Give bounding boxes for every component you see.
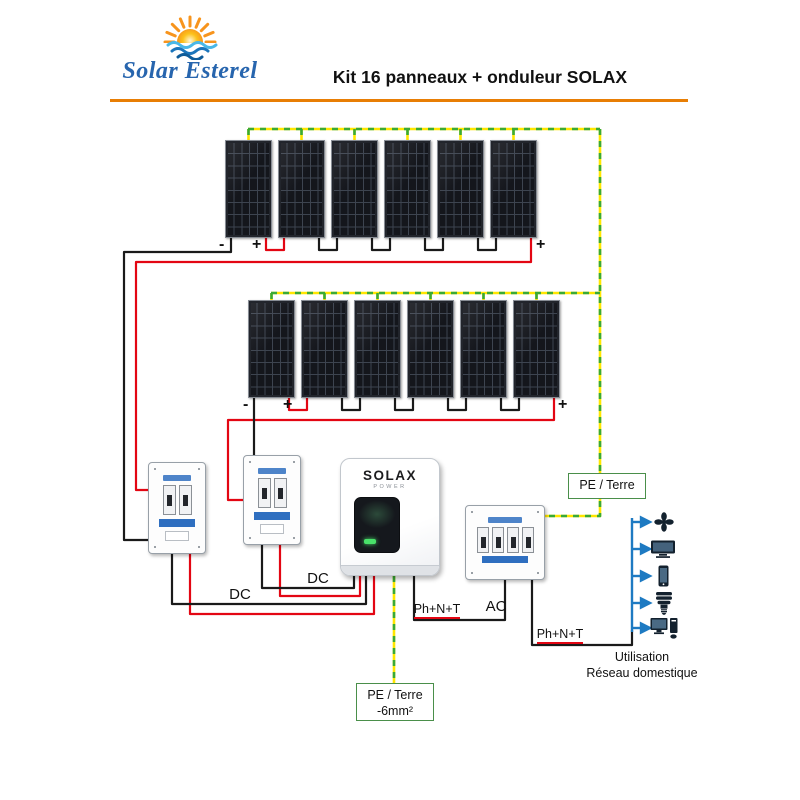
breaker-modules [149, 485, 205, 515]
string2-plus-right: + [558, 396, 568, 413]
breaker-modules [466, 527, 544, 553]
pe-terre-tag-right: PE / Terre [568, 473, 646, 499]
breaker [491, 527, 504, 553]
dc-label-string1: DC [229, 586, 251, 603]
solar-panel [225, 140, 272, 238]
breaker [476, 527, 489, 553]
pe-terre-tag-bottom: PE / Terre -6mm² [356, 683, 434, 721]
inverter-status-led [364, 539, 376, 544]
breaker-modules [244, 478, 300, 508]
header-divider [110, 99, 688, 102]
solar-panel [248, 300, 295, 398]
page-title: Kit 16 panneaux + onduleur SOLAX [332, 67, 628, 87]
breaker [521, 527, 534, 553]
pe-terre-right-label: PE / Terre [579, 478, 635, 492]
pe-terre-bottom-line1: PE / Terre [367, 688, 423, 702]
inverter-display [354, 497, 400, 553]
breaker [506, 527, 519, 553]
usage-line2: Réseau domestique [586, 665, 698, 680]
solar-panel [437, 140, 484, 238]
solar-panel [407, 300, 454, 398]
usage-line1: Utilisation [614, 650, 670, 664]
bulb-icon [654, 591, 674, 620]
pe-wires [247, 127, 602, 684]
bottom-tag [260, 524, 284, 534]
solax-inverter: SOLAX POWER [340, 458, 440, 576]
solar-panel [513, 300, 560, 398]
solar-panel [354, 300, 401, 398]
box-label-strip [163, 475, 191, 481]
string2-plus-left: + [283, 396, 293, 413]
phnt-label-inverter-out: Ph+N+T [404, 602, 470, 619]
blue-strip [159, 519, 195, 527]
phnt-label-grid-out: Ph+N+T [526, 627, 594, 644]
solar-panel [490, 140, 537, 238]
dc-label-string2: DC [307, 570, 329, 587]
smartphone-icon [656, 565, 671, 592]
string1-plus-right: + [536, 236, 546, 253]
breaker [273, 478, 287, 508]
computer-icon [650, 617, 678, 644]
solar-panel [301, 300, 348, 398]
blue-strip [254, 512, 290, 520]
dc-red-wires [134, 238, 556, 616]
ac-protection-box [465, 505, 545, 580]
usage-caption: Utilisation Réseau domestique [576, 650, 708, 681]
sun-waves-icon [158, 15, 222, 60]
bottom-tag [165, 531, 189, 541]
inverter-brand: SOLAX [362, 468, 417, 483]
black-wires [122, 238, 634, 647]
distribution-arrows [630, 515, 653, 635]
breaker [257, 478, 271, 508]
dc-protection-box-1 [148, 462, 206, 554]
pe-terre-bottom-line2: -6mm² [376, 704, 414, 719]
dc-protection-box-2 [243, 455, 301, 545]
string2-minus: - [243, 396, 249, 413]
breaker [162, 485, 176, 515]
brand-logo: Solar Esterel [100, 2, 280, 98]
breaker [178, 485, 192, 515]
inverter-brand-sub: POWER [373, 484, 407, 490]
string1-plus-left: + [252, 236, 262, 253]
solar-panel [331, 140, 378, 238]
box-label-strip [488, 517, 522, 523]
blue-strip [482, 556, 528, 563]
tv-icon [650, 539, 676, 564]
inverter-base [341, 565, 439, 575]
box-label-strip [258, 468, 286, 474]
brand-name: Solar Esterel [122, 58, 258, 84]
fan-icon [653, 511, 675, 538]
ac-label: AC [485, 598, 507, 615]
solar-panel [384, 140, 431, 238]
string1-minus: - [219, 236, 225, 253]
solar-panel [278, 140, 325, 238]
solar-panel [460, 300, 507, 398]
